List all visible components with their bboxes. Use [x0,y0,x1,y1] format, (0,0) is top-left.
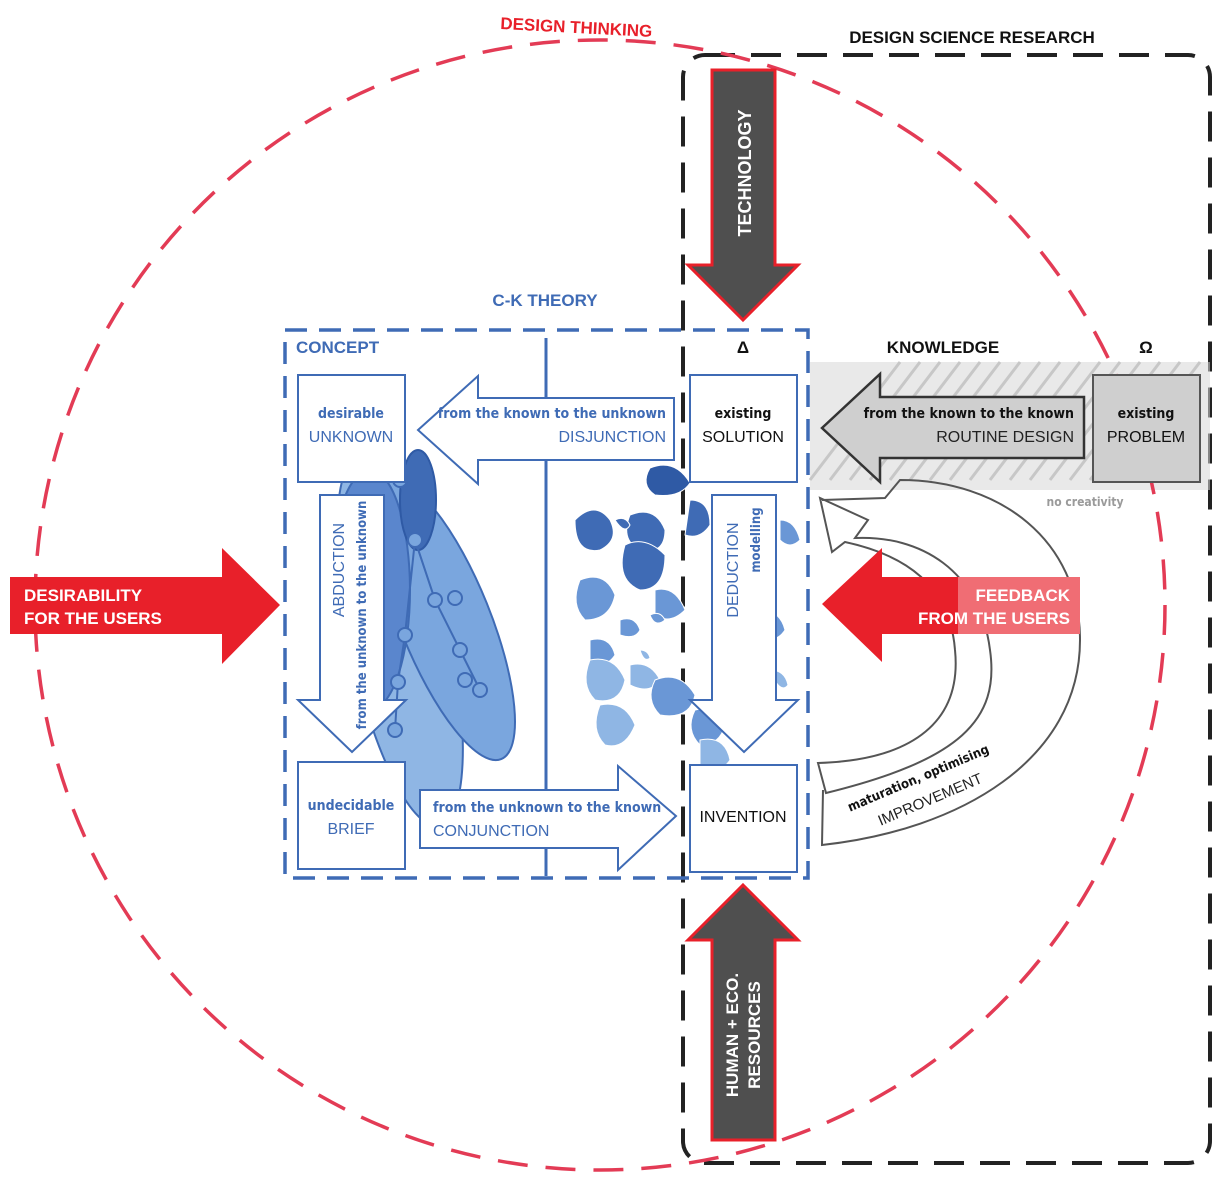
no-creativity-label: no creativity [1047,495,1124,509]
solution-line2: SOLUTION [702,429,784,446]
deduction-line1: DEDUCTION [725,522,742,617]
feedback-arrow [822,548,1080,662]
disjunction-arrow [416,373,675,487]
desirability-arrow [10,548,280,664]
brief-box [297,761,406,870]
brief-line1: undecidable [308,798,395,814]
unknown-box [297,374,406,483]
delta-label: Δ [737,338,749,357]
ck-frame [283,328,810,880]
problem-line2: PROBLEM [1107,429,1185,446]
design-thinking-label: DESIGN THINKING [500,14,653,41]
deduction-line2: modelling [749,507,764,572]
technology-arrow [684,68,802,323]
dsr-label: DESIGN SCIENCE RESEARCH [849,28,1095,47]
resources-arrow [684,882,802,1142]
unknown-line1: desirable [318,406,384,422]
feedback-line2: FROM THE USERS [918,609,1070,628]
technology-label: TECHNOLOGY [735,109,755,236]
brief-line2: BRIEF [327,821,374,838]
abduction-line2: from the unknown to the unknown [355,501,370,730]
knowledge-label: KNOWLEDGE [887,338,999,357]
conjunction-line2: CONJUNCTION [433,823,549,840]
concept-label: CONCEPT [296,338,380,357]
feedback-line1: FEEDBACK [976,586,1071,605]
disjunction-line1: from the known to the unknown [438,406,666,422]
invention-box [689,764,798,873]
invention-label: INVENTION [699,809,786,826]
deduction-arrow [687,494,801,754]
conjunction-line1: from the unknown to the known [433,800,661,816]
conjunction-arrow [419,763,678,873]
resources-line2: RESOURCES [745,981,764,1089]
problem-line1: existing [1118,406,1175,422]
solution-line1: existing [715,406,772,422]
routine-line1: from the known to the known [864,406,1074,422]
design-thinking-circle [33,38,1167,1172]
dsr-frame [681,53,1212,1165]
improvement-arrow-body [820,478,1082,847]
solution-box [689,374,798,483]
disjunction-line2: DISJUNCTION [558,429,666,446]
problem-box [1092,374,1201,483]
desirability-line2: FOR THE USERS [24,609,162,628]
unknown-line2: UNKNOWN [309,429,393,446]
desirability-line1: DESIRABILITY [24,586,143,605]
resources-line1: HUMAN + ECO. [723,973,742,1097]
improvement-arrow [816,496,993,795]
abduction-line1: ABDUCTION [331,523,348,617]
ck-theory-label: C-K THEORY [492,291,598,310]
abduction-arrow [295,494,409,754]
feedback-fade [958,577,1080,634]
routine-design-arrow [820,371,1086,485]
omega-label: Ω [1139,338,1153,357]
routine-line2: ROUTINE DESIGN [936,429,1074,446]
